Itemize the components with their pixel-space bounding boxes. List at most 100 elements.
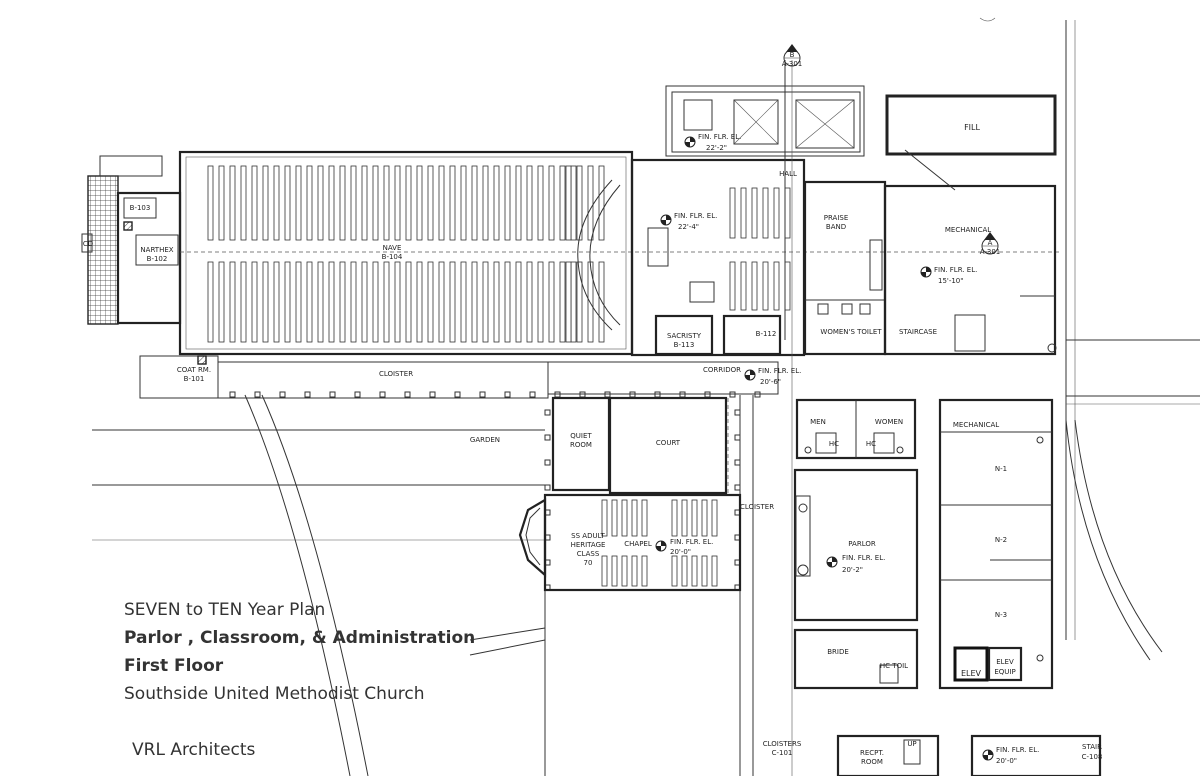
- skylights: [683, 99, 855, 149]
- pew: [621, 555, 628, 587]
- nave-pews-north: [207, 165, 605, 241]
- elev-value-parlor: 20'-2": [842, 566, 863, 574]
- elev-label-corr: FIN. FLR. EL.: [758, 367, 801, 375]
- elev-value-corr: 20'-6": [760, 378, 781, 386]
- pew: [339, 165, 346, 241]
- pew: [328, 261, 335, 343]
- elevation-target-icon: [920, 266, 932, 278]
- b103-label: B-103: [130, 204, 151, 212]
- pew: [328, 165, 335, 241]
- pew: [295, 261, 302, 343]
- up-label: UP: [907, 740, 916, 748]
- pew: [611, 555, 618, 587]
- column: [544, 434, 551, 441]
- class-number: 70: [584, 559, 593, 567]
- pew: [306, 261, 313, 343]
- pew: [394, 261, 401, 343]
- column: [544, 484, 551, 491]
- pew: [515, 261, 522, 343]
- pew: [762, 187, 769, 239]
- cloister-columns: [229, 391, 761, 591]
- pew: [449, 165, 456, 241]
- pew: [251, 261, 258, 343]
- pew: [729, 261, 736, 311]
- pew: [350, 261, 357, 343]
- elev-value-sanct: 22'-4": [678, 223, 699, 231]
- narthex-label: NARTHEX: [140, 246, 173, 254]
- pew: [691, 555, 698, 587]
- pew: [537, 165, 544, 241]
- pew: [504, 165, 511, 241]
- cloisters-label: CLOISTERS: [763, 740, 802, 748]
- plan-span: SEVEN to TEN Year Plan: [124, 600, 326, 620]
- pew: [621, 499, 628, 537]
- pew: [405, 165, 412, 241]
- church-name: Southside United Methodist Church: [124, 684, 425, 704]
- pew: [372, 165, 379, 241]
- column: [329, 391, 336, 398]
- column: [504, 391, 511, 398]
- site-lines: [92, 17, 1200, 776]
- pew: [526, 261, 533, 343]
- elev-label-bottom: FIN. FLR. EL.: [996, 746, 1039, 754]
- section-letter: A: [988, 239, 993, 247]
- court-chapel: [518, 396, 742, 592]
- quiet-room-label-2: ROOM: [570, 441, 592, 449]
- praise-label: PRAISE: [824, 214, 849, 222]
- sanctuary-pews: [729, 187, 791, 311]
- pew: [471, 165, 478, 241]
- elev-value-mech: 15'-10": [938, 277, 963, 285]
- elev-value-chapel: 20'-0": [670, 548, 691, 556]
- pew: [671, 555, 678, 587]
- staircase-label: STAIRCASE: [899, 328, 937, 336]
- garden-label: GARDEN: [470, 436, 500, 444]
- hc-women-label: HC: [866, 440, 876, 448]
- pew: [631, 555, 638, 587]
- column: [734, 459, 741, 466]
- narthex-area: [81, 155, 182, 325]
- elevation-target-icon: [684, 136, 696, 148]
- pew: [601, 555, 608, 587]
- pew: [493, 261, 500, 343]
- pew: [240, 165, 247, 241]
- parlor-room: [793, 468, 919, 690]
- elev-equip-label: ELEV: [996, 658, 1014, 666]
- pew: [681, 499, 688, 537]
- mechanical-east-label: MECHANICAL: [953, 421, 999, 429]
- elevation-target-icon: [982, 749, 994, 761]
- elev-label-chapel: FIN. FLR. EL.: [670, 538, 713, 546]
- coat-room-label: COAT RM.: [177, 366, 211, 374]
- pew: [306, 165, 313, 241]
- pew: [576, 261, 583, 343]
- pew: [482, 261, 489, 343]
- elevation-labels: FIN. FLR. EL. 22'-2" FIN. FLR. EL. 22'-4…: [670, 133, 1039, 765]
- elev-value-bottom: 20'-0": [996, 757, 1017, 765]
- pew: [559, 165, 566, 241]
- pew: [598, 165, 605, 241]
- column: [354, 391, 361, 398]
- elevator-label: ELEV: [961, 669, 982, 678]
- column: [734, 484, 741, 491]
- pew: [218, 261, 225, 343]
- pew: [416, 261, 423, 343]
- chapel-pews: [601, 499, 718, 587]
- pew: [372, 261, 379, 343]
- pew: [526, 165, 533, 241]
- nave-room: [178, 150, 1060, 356]
- column: [404, 391, 411, 398]
- pew: [671, 499, 678, 537]
- column: [379, 391, 386, 398]
- column: [479, 391, 486, 398]
- c108-label: C-108: [1082, 753, 1103, 761]
- men-label: MEN: [810, 418, 826, 426]
- ss-adult-label: SS ADULT: [571, 532, 605, 540]
- heritage-label: HERITAGE: [571, 541, 606, 549]
- elevation-target-icon: [826, 556, 838, 568]
- section-marker-mech: A A-301: [980, 232, 1000, 256]
- pew: [751, 261, 758, 311]
- pew: [711, 555, 718, 587]
- pew: [784, 261, 791, 311]
- elevation-targets: [655, 136, 994, 761]
- n2-label: N-2: [995, 536, 1007, 544]
- coat-room-number: B-101: [184, 375, 205, 383]
